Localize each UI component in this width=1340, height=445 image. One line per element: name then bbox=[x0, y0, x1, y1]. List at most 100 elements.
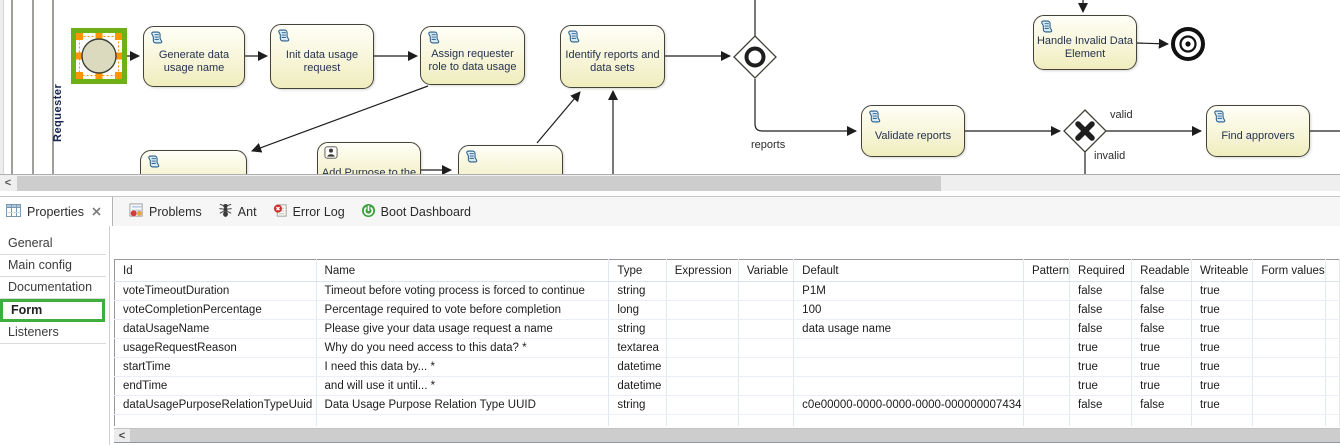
task-assign-requester-role[interactable]: Assign requester role to data usage bbox=[420, 26, 525, 85]
tab-boot-dashboard[interactable]: Boot Dashboard bbox=[361, 197, 471, 226]
col-type: Type bbox=[608, 259, 667, 282]
script-task-icon bbox=[276, 28, 291, 43]
sidebar-item-main-config[interactable]: Main config bbox=[0, 255, 106, 277]
tab-properties[interactable]: Properties bbox=[0, 197, 113, 226]
col-form-values: Form values bbox=[1252, 259, 1326, 282]
ant-icon bbox=[218, 203, 233, 221]
task-unlabeled-bottom-middle[interactable] bbox=[458, 145, 563, 174]
script-task-icon bbox=[566, 29, 581, 44]
script-task-icon bbox=[1039, 19, 1054, 34]
table-hscrollbar-thumb[interactable] bbox=[130, 429, 1340, 442]
tab-problems[interactable]: Problems bbox=[129, 197, 202, 226]
task-validate-reports[interactable]: Validate reports bbox=[861, 105, 965, 157]
end-event[interactable] bbox=[1171, 27, 1205, 61]
flow-label-valid: valid bbox=[1110, 109, 1133, 121]
col-id: Id bbox=[114, 259, 317, 282]
tab-ant[interactable]: Ant bbox=[218, 197, 257, 226]
flow-label-reports: reports bbox=[751, 139, 786, 151]
table-header-row: Id Name Type Expression Variable Default… bbox=[114, 259, 1340, 282]
scroll-left-button[interactable]: < bbox=[0, 175, 16, 191]
bottom-view-tabbar: Properties Problems Ant Error Log Boot D… bbox=[0, 196, 1340, 226]
task-label: Identify reports and data sets bbox=[565, 48, 660, 74]
table-empty-row bbox=[114, 414, 1340, 426]
task-find-approvers[interactable]: Find approvers bbox=[1206, 105, 1310, 157]
boot-dashboard-icon bbox=[361, 203, 376, 221]
properties-sidebar: General Main config Documentation Form L… bbox=[0, 226, 110, 445]
col-expression: Expression bbox=[666, 259, 739, 282]
col-default: Default bbox=[793, 259, 1024, 282]
sidebar-item-documentation[interactable]: Documentation bbox=[0, 277, 106, 299]
task-add-purpose[interactable]: Add Purpose to the bbox=[317, 142, 421, 174]
task-unlabeled-lower-left[interactable] bbox=[140, 150, 247, 174]
selection-handles[interactable] bbox=[76, 33, 122, 79]
flow-lower-to-identify[interactable] bbox=[536, 91, 581, 144]
error-log-icon bbox=[273, 203, 288, 221]
col-name: Name bbox=[316, 259, 610, 282]
flow-label-invalid: invalid bbox=[1094, 150, 1126, 162]
sidebar-item-general[interactable]: General bbox=[0, 233, 106, 255]
close-icon[interactable] bbox=[92, 207, 101, 216]
task-label: Validate reports bbox=[874, 129, 952, 142]
form-properties-panel: Id Name Type Expression Variable Default… bbox=[110, 226, 1340, 445]
script-task-icon bbox=[867, 109, 882, 124]
lane-label-requester[interactable]: Requester bbox=[52, 83, 64, 143]
exclusive-gateway[interactable] bbox=[1063, 109, 1107, 153]
properties-view-content: General Main config Documentation Form L… bbox=[0, 226, 1340, 445]
chevron-left-icon: < bbox=[118, 429, 126, 442]
tab-label: Problems bbox=[149, 204, 202, 219]
canvas-hscrollbar-thumb[interactable] bbox=[17, 176, 941, 191]
script-task-icon bbox=[426, 30, 441, 45]
script-task-icon bbox=[464, 149, 479, 164]
task-identify-reports[interactable]: Identify reports and data sets bbox=[560, 25, 665, 88]
task-label: Find approvers bbox=[1221, 129, 1295, 142]
form-properties-table: Id Name Type Expression Variable Default… bbox=[114, 259, 1340, 426]
script-task-icon bbox=[149, 30, 164, 45]
flow-gateway-to-validate[interactable] bbox=[754, 79, 858, 137]
view-sash[interactable] bbox=[0, 191, 1340, 196]
canvas-hscrollbar[interactable]: < bbox=[0, 174, 1340, 191]
col-pattern: Pattern bbox=[1023, 259, 1071, 282]
canvas-left-edge bbox=[0, 0, 4, 174]
task-label: Handle Invalid Data Element bbox=[1036, 34, 1133, 60]
task-handle-invalid-data-element[interactable]: Handle Invalid Data Element bbox=[1033, 15, 1137, 70]
task-label: Assign requester role to data usage bbox=[428, 47, 517, 73]
inclusive-gateway[interactable] bbox=[733, 35, 777, 79]
flow-handle-invalid-to-end[interactable] bbox=[1136, 38, 1170, 49]
col-variable: Variable bbox=[738, 259, 795, 282]
chevron-left-icon: < bbox=[4, 177, 12, 189]
bpmn-canvas[interactable]: Requester Generate data usage name Init … bbox=[0, 0, 1340, 174]
task-label: Generate data usage name bbox=[158, 48, 230, 74]
task-label: Init data usage request bbox=[285, 48, 359, 74]
flow-assign-to-lower-task[interactable] bbox=[251, 85, 429, 153]
tab-label: Ant bbox=[237, 204, 257, 219]
problems-icon bbox=[129, 202, 144, 221]
sidebar-item-form[interactable]: Form bbox=[0, 299, 105, 322]
task-init-data-usage-request[interactable]: Init data usage request bbox=[270, 24, 374, 89]
script-task-icon bbox=[1212, 109, 1227, 124]
scroll-left-button[interactable]: < bbox=[114, 429, 130, 442]
task-generate-data-usage-name[interactable]: Generate data usage name bbox=[143, 26, 245, 87]
sidebar-item-listeners[interactable]: Listeners bbox=[0, 322, 106, 344]
col-readable: Readable bbox=[1131, 259, 1192, 282]
tab-label: Boot Dashboard bbox=[380, 204, 472, 219]
script-task-icon bbox=[146, 154, 161, 169]
task-label: Add Purpose to the bbox=[321, 166, 417, 175]
col-required: Required bbox=[1069, 259, 1133, 282]
selection-decoration bbox=[71, 28, 127, 84]
start-event[interactable] bbox=[81, 38, 117, 74]
col-trailing bbox=[1325, 259, 1340, 282]
properties-view-icon bbox=[6, 203, 21, 220]
col-writeable: Writeable bbox=[1191, 259, 1254, 282]
diagram-overlay bbox=[11, 0, 1340, 174]
tab-error-log[interactable]: Error Log bbox=[273, 197, 345, 226]
tab-label: Properties bbox=[27, 204, 84, 219]
table-hscrollbar[interactable]: < bbox=[114, 428, 1340, 443]
